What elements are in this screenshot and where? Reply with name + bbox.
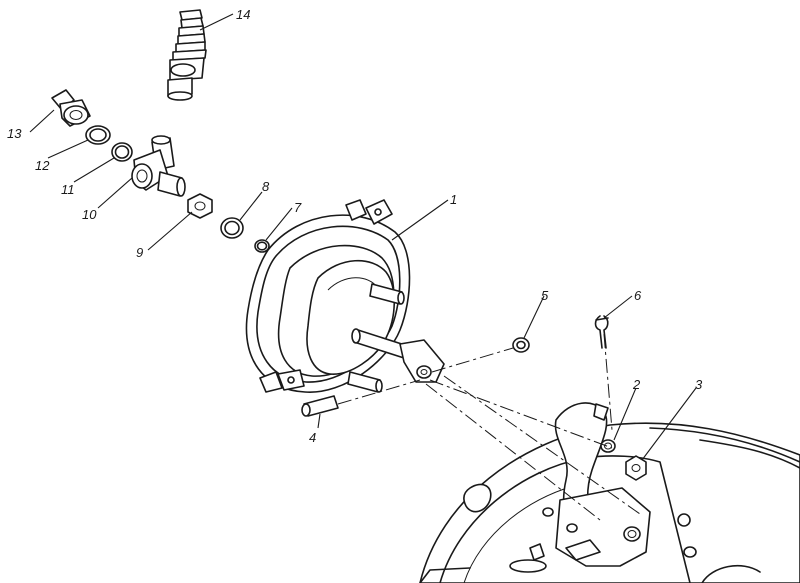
callout-14: 14 [236, 7, 250, 22]
callout-12: 12 [35, 158, 50, 173]
callout-4: 4 [309, 430, 316, 445]
leader-lines [29, 13, 697, 461]
part-12-washer [85, 125, 111, 145]
part-6-cotter-pin [594, 315, 609, 349]
callout-6: 6 [634, 288, 642, 303]
part-9-nut [187, 193, 213, 219]
callout-11: 11 [61, 182, 75, 197]
part-13-union [51, 89, 91, 127]
callout-10: 10 [82, 207, 97, 222]
part-1-brake-chamber [245, 199, 445, 393]
callout-7: 7 [294, 200, 302, 215]
callout-8: 8 [262, 179, 270, 194]
callout-numbers: 14 13 12 11 10 9 8 7 1 5 6 2 3 4 [7, 7, 703, 445]
callout-3: 3 [695, 377, 703, 392]
part-7-ring [254, 239, 270, 253]
brake-bracket-assembly [419, 402, 800, 583]
callout-5: 5 [541, 288, 549, 303]
callout-2: 2 [632, 377, 641, 392]
assembly-centerlines [337, 333, 641, 521]
callout-13: 13 [7, 126, 22, 141]
part-4-pin [301, 395, 339, 417]
callout-1: 1 [450, 192, 457, 207]
part-14-hose [167, 9, 207, 101]
part-10-elbow [131, 135, 186, 197]
callout-9: 9 [136, 245, 143, 260]
part-8-washer [220, 217, 244, 239]
part-11-washer [111, 142, 133, 162]
part-5-washer [512, 337, 530, 353]
